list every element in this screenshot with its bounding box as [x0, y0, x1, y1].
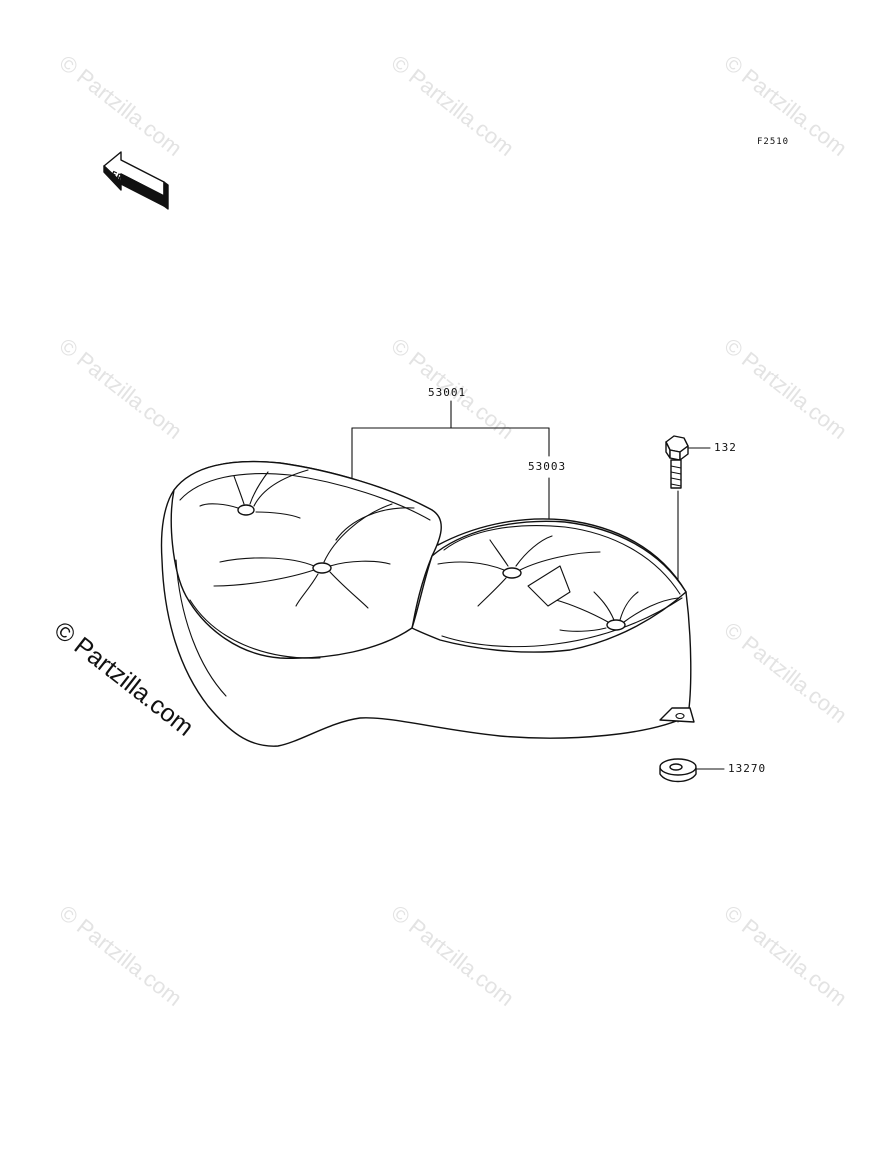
- figure-code: F2510: [757, 137, 790, 147]
- nut-icon: [659, 758, 697, 783]
- bolt-icon: [665, 435, 689, 489]
- front-arrow-icon: [103, 151, 169, 210]
- callout-132: 132: [714, 441, 737, 454]
- callout-53001: 53001: [428, 386, 467, 399]
- callout-13270: 13270: [728, 762, 767, 775]
- seat: [160, 460, 695, 747]
- callout-53003: 53003: [528, 460, 567, 473]
